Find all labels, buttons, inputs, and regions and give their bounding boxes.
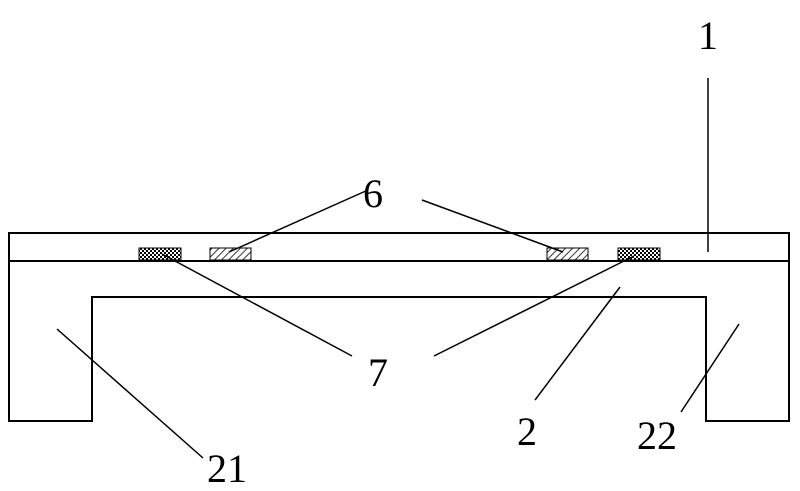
label-21: 21 bbox=[207, 446, 247, 491]
leader-22 bbox=[680, 323, 740, 413]
electrode-7-left bbox=[138, 247, 182, 261]
label-1: 1 bbox=[698, 13, 718, 58]
leader-6-left bbox=[228, 189, 369, 253]
leader-6-right bbox=[421, 199, 564, 253]
electrode-7-right bbox=[617, 247, 661, 261]
leader-2 bbox=[534, 286, 621, 401]
leader-7-left bbox=[161, 253, 353, 357]
leader-7-right bbox=[433, 255, 635, 357]
label-6: 6 bbox=[363, 171, 383, 216]
electrode-6-left bbox=[209, 247, 252, 261]
label-22: 22 bbox=[637, 413, 677, 458]
label-7: 7 bbox=[368, 350, 388, 395]
label-2: 2 bbox=[517, 409, 537, 454]
frame-body bbox=[8, 261, 790, 422]
top-layer bbox=[8, 232, 790, 262]
electrode-6-right bbox=[546, 247, 589, 261]
leader-21 bbox=[56, 328, 204, 459]
